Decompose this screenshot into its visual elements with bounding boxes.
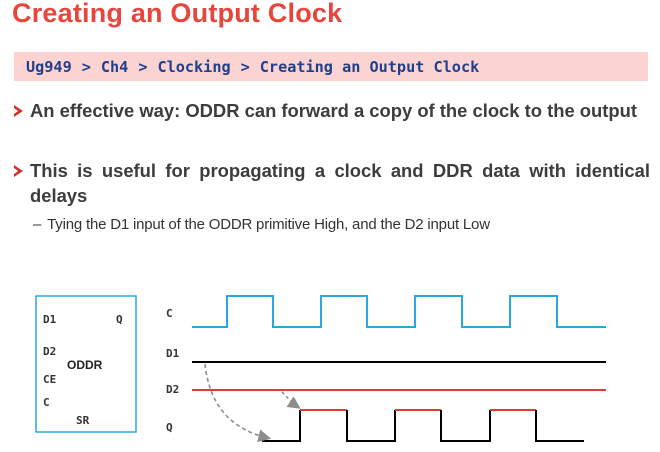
q-waveform — [262, 409, 584, 442]
breadcrumb-item-section[interactable]: Clocking — [157, 57, 231, 76]
breadcrumb-separator: > — [240, 57, 250, 76]
bullet-text: This is useful for propagating a clock a… — [30, 160, 650, 206]
signal-label-d2: D2 — [166, 383, 179, 396]
bullet-item: An effective way: ODDR can forward a cop… — [14, 98, 650, 123]
oddr-block-border — [35, 295, 137, 433]
pin-d2-label: D2 — [43, 345, 56, 358]
pin-ce-label: CE — [43, 373, 56, 386]
signal-label-q: Q — [166, 421, 173, 434]
bullet-arrow-icon — [14, 165, 23, 177]
signal-label-d1: D1 — [166, 347, 180, 360]
pin-sr-label: SR — [76, 414, 90, 427]
sub-bullet-dash: – — [33, 216, 42, 233]
breadcrumb-item-current: Creating an Output Clock — [259, 57, 480, 76]
page-title: Creating an Output Clock — [12, 0, 343, 28]
pin-q-label: Q — [116, 313, 123, 326]
clock-waveform — [192, 295, 606, 328]
pin-d1-label: D1 — [43, 313, 57, 326]
breadcrumb: Ug949 > Ch4 > Clocking > Creating an Out… — [14, 52, 648, 81]
bullet-item: This is useful for propagating a clock a… — [14, 158, 650, 208]
pin-c-label: C — [43, 396, 50, 409]
d1-to-q-arrow — [204, 363, 272, 442]
signal-label-c: C — [166, 307, 173, 320]
d2-to-q-arrow — [281, 391, 301, 409]
breadcrumb-item-chapter[interactable]: Ch4 — [100, 57, 129, 76]
bullet-text: An effective way: ODDR can forward a cop… — [30, 100, 637, 121]
oddr-block-name: ODDR — [67, 358, 103, 372]
breadcrumb-separator: > — [138, 57, 148, 76]
oddr-block: D1 Q D2 ODDR CE C SR — [35, 295, 137, 433]
breadcrumb-item-doc[interactable]: Ug949 — [26, 57, 72, 76]
bullet-arrow-icon — [14, 105, 23, 117]
breadcrumb-separator: > — [81, 57, 91, 76]
sub-bullet-text: Tying the D1 input of the ODDR primitive… — [47, 216, 490, 233]
sub-bullet-item: –Tying the D1 input of the ODDR primitiv… — [33, 216, 490, 233]
